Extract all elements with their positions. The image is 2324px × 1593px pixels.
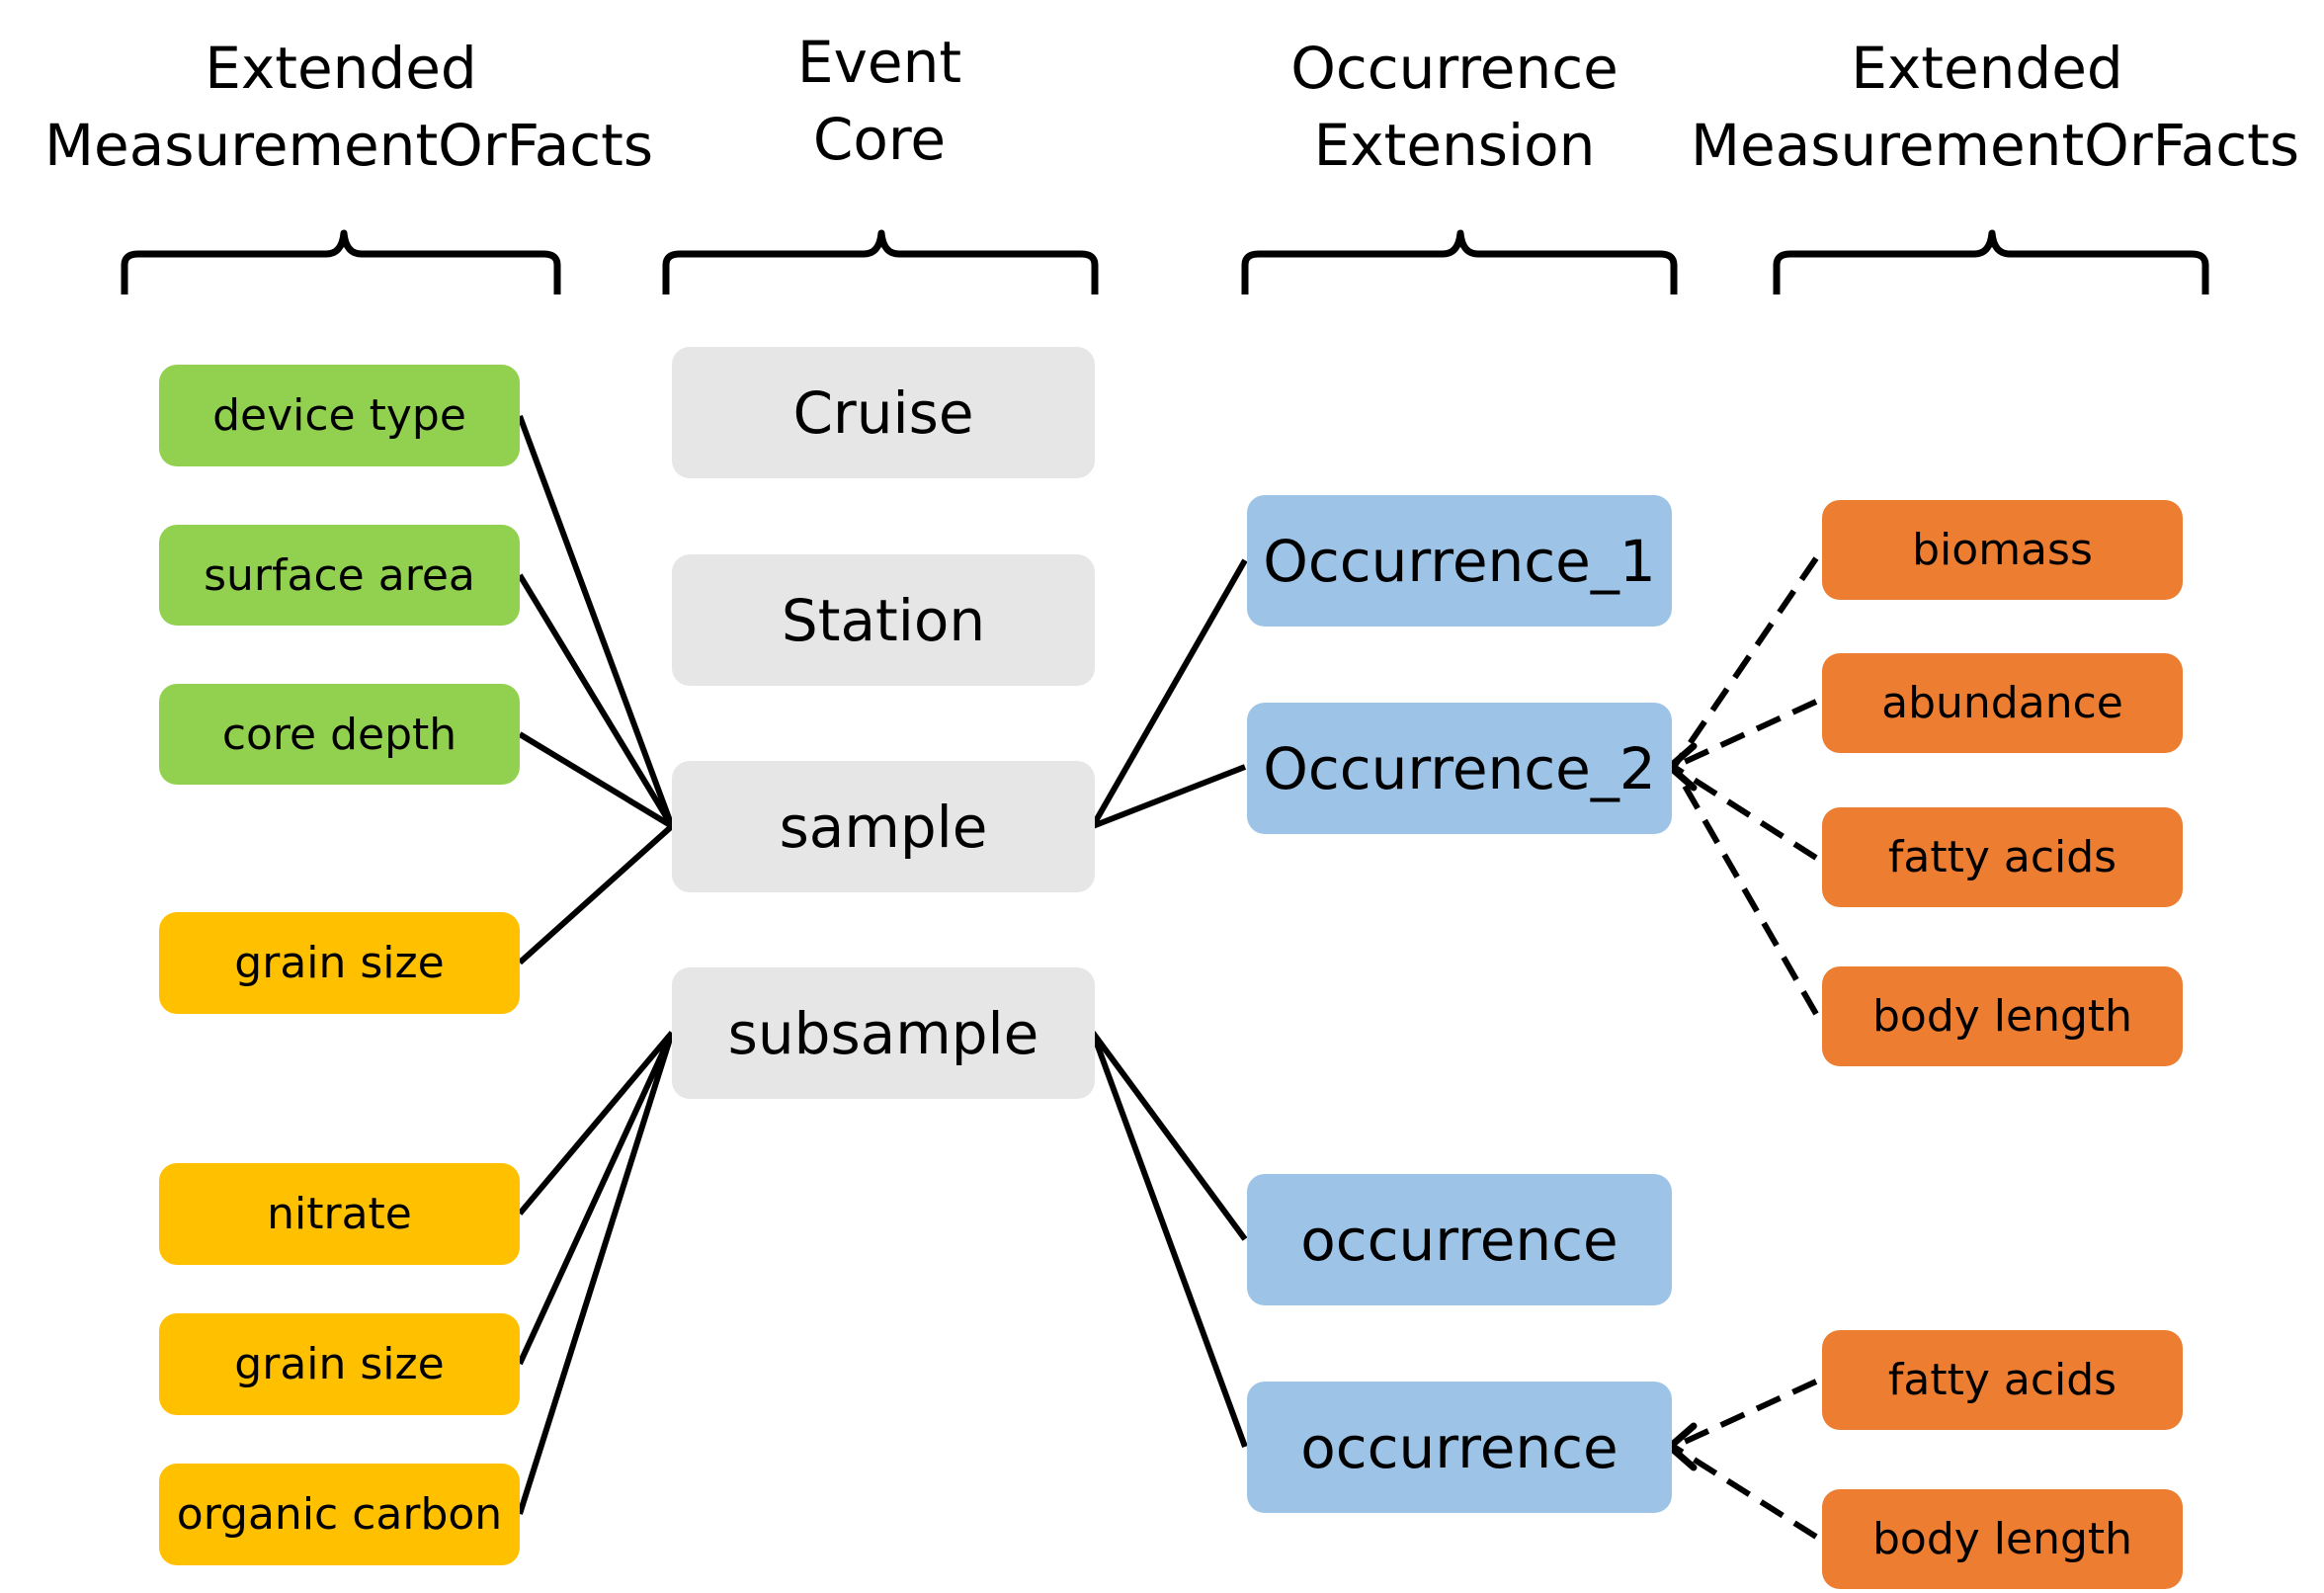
header-event-core: Event Core: [682, 24, 1077, 178]
fact-fatty-acids-2: fatty acids: [1822, 1330, 2183, 1430]
dashed-line-body-length-2: [1672, 1444, 1818, 1540]
fact-body-length-2: body length: [1822, 1489, 2183, 1589]
brace-event-core: [662, 229, 1099, 294]
event-cruise: Cruise: [672, 347, 1095, 478]
dashed-line-biomass: [1671, 556, 1819, 769]
fact-nitrate: nitrate: [159, 1163, 520, 1265]
line-grain-size-to-sample: [517, 823, 675, 965]
occurrence-4: occurrence: [1247, 1382, 1672, 1513]
brace-emof-right: [1773, 229, 2209, 294]
fact-surface-area: surface area: [159, 525, 520, 626]
line-nitrate-to-subsample: [517, 1031, 675, 1216]
header-emof-right-line1: Extended: [1851, 35, 2123, 102]
line-surface-area-to-sample: [517, 573, 675, 828]
brace-emof-left: [121, 229, 561, 294]
brace-occurrence-extension: [1241, 229, 1678, 294]
line-sample-to-occurrence-2: [1091, 764, 1247, 829]
header-occurrence-extension-line1: Occurrence: [1290, 35, 1618, 102]
fact-core-depth: core depth: [159, 684, 520, 785]
dashed-line-fatty-acids-2: [1672, 1379, 1818, 1450]
fact-fatty-acids: fatty acids: [1822, 807, 2183, 907]
fact-body-length: body length: [1822, 966, 2183, 1066]
dashed-line-body-length: [1671, 765, 1819, 1016]
occurrence-1: Occurrence_1: [1247, 495, 1672, 627]
fact-grain-size: grain size: [159, 912, 520, 1014]
header-emof-right: Extended MeasurementOrFacts: [1691, 30, 2300, 184]
event-sample: sample: [672, 761, 1095, 892]
event-station: Station: [672, 554, 1095, 686]
line-device-type-to-sample: [517, 414, 675, 828]
dashed-line-fatty-acids: [1672, 764, 1818, 861]
dashed-line-abundance: [1672, 699, 1818, 770]
fact-abundance: abundance: [1822, 653, 2183, 753]
header-event-core-line1: Event: [796, 29, 962, 96]
header-event-core-line2: Core: [812, 106, 947, 173]
line-subsample-to-occurrence-4: [1090, 1031, 1248, 1449]
line-subsample-to-occurrence-3: [1090, 1031, 1248, 1241]
header-emof-left: Extended MeasurementOrFacts: [44, 30, 654, 184]
header-emof-left-line1: Extended: [205, 35, 477, 102]
header-emof-left-line2: MeasurementOrFacts: [44, 112, 654, 179]
arrowhead-occurrence-4: [1666, 1422, 1698, 1471]
line-core-depth-to-sample: [518, 731, 674, 829]
arrowhead-occurrence-2: [1666, 742, 1698, 792]
occurrence-2: Occurrence_2: [1247, 703, 1672, 834]
header-occurrence-extension-line2: Extension: [1313, 112, 1596, 179]
fact-device-type: device type: [159, 365, 520, 466]
line-sample-to-occurrence-1: [1090, 558, 1248, 828]
event-subsample: subsample: [672, 967, 1095, 1099]
header-occurrence-extension: Occurrence Extension: [1158, 30, 1751, 184]
fact-biomass: biomass: [1822, 500, 2183, 600]
fact-organic-carbon: organic carbon: [159, 1464, 520, 1565]
fact-grain-size-2: grain size: [159, 1313, 520, 1415]
occurrence-3: occurrence: [1247, 1174, 1672, 1305]
line-grain-size-to-subsample: [517, 1031, 675, 1366]
header-emof-right-line2: MeasurementOrFacts: [1691, 112, 2300, 179]
line-organic-carbon-to-subsample: [517, 1032, 675, 1515]
